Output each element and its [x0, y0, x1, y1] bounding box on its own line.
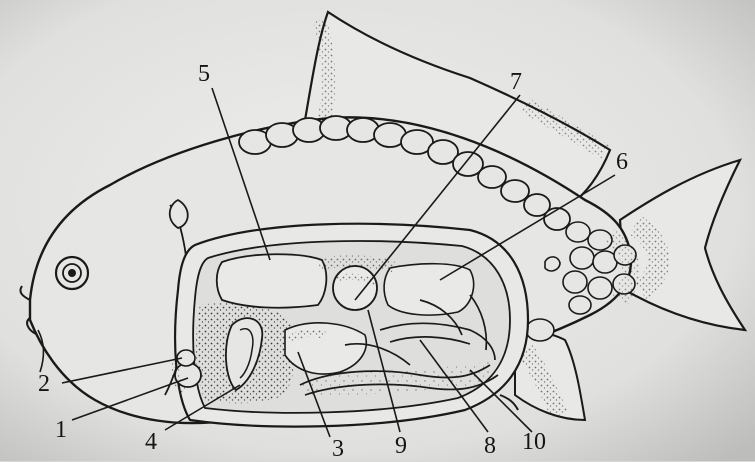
label-2: 2: [38, 372, 50, 396]
gonad: [333, 266, 377, 310]
swim-bladder: [217, 254, 327, 307]
label-3: 3: [332, 437, 344, 461]
label-9: 9: [395, 434, 407, 458]
label-5: 5: [198, 62, 210, 86]
label-6: 6: [616, 150, 628, 174]
label-7: 7: [510, 70, 522, 94]
label-10: 10: [522, 430, 546, 454]
label-8: 8: [484, 434, 496, 458]
swim-bladder-rear: [384, 264, 474, 315]
label-1: 1: [55, 418, 67, 442]
label-4: 4: [145, 430, 157, 454]
